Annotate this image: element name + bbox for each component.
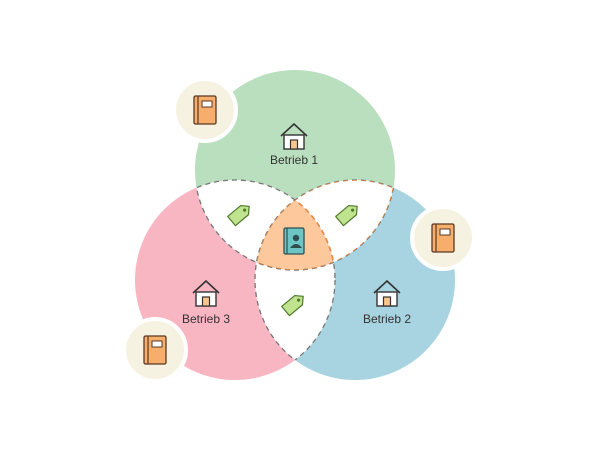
book-icon	[431, 223, 455, 253]
set2-label: Betrieb 2	[363, 312, 411, 326]
book-badge	[122, 317, 188, 383]
book-badge	[172, 77, 238, 143]
house-icon	[192, 280, 220, 307]
set3-label: Betrieb 3	[182, 312, 230, 326]
tag-icon	[281, 294, 304, 317]
contact-book-icon	[283, 227, 305, 255]
tag-icon	[227, 204, 250, 227]
tag-icon	[335, 204, 358, 227]
book-icon	[193, 95, 217, 125]
house-icon	[280, 123, 308, 150]
book-badge	[410, 205, 476, 271]
book-icon	[143, 335, 167, 365]
house-icon	[373, 280, 401, 307]
set1-label: Betrieb 1	[270, 153, 318, 167]
